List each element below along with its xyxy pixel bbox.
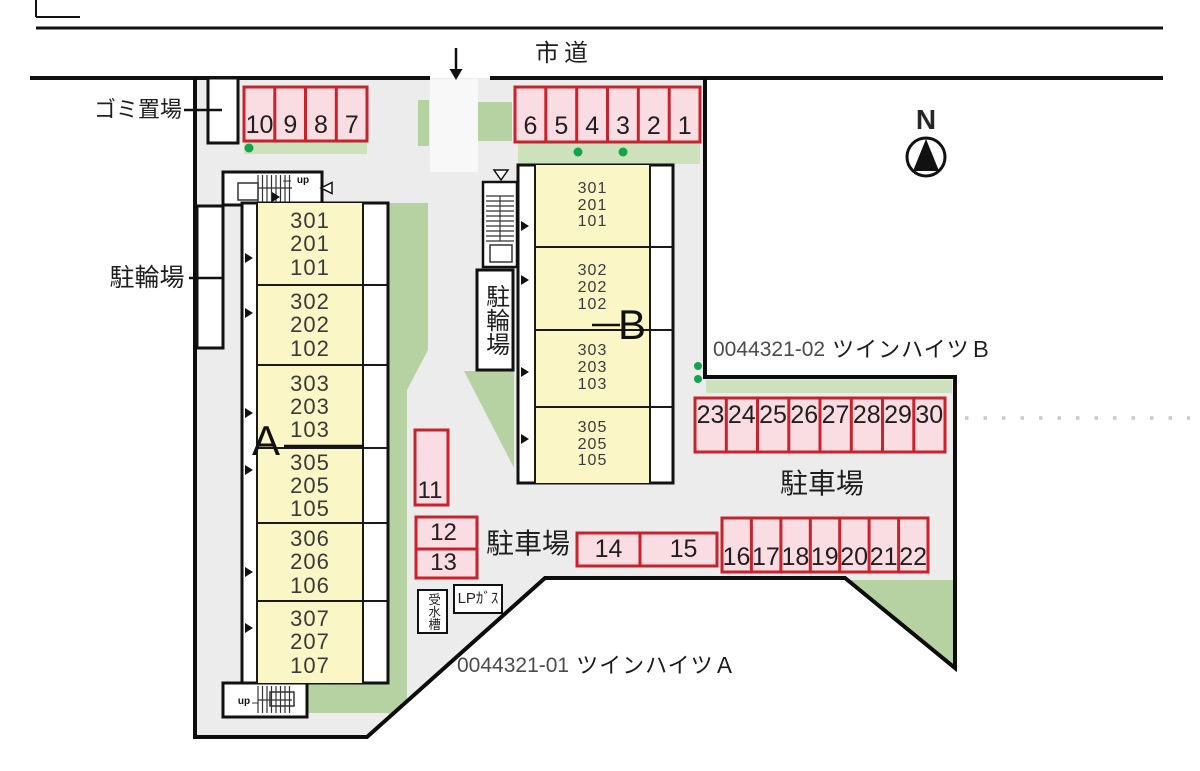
stall-24: 24 [727, 401, 756, 429]
stall-2: 2 [646, 111, 661, 140]
bicycle-label-a: 駐輪場 [109, 263, 185, 292]
entrance-driveway [430, 79, 478, 172]
triangle-marker-icon [319, 181, 333, 195]
stall-3: 3 [616, 111, 630, 140]
door-markers-a [245, 192, 280, 633]
triangle-down-marker-icon [492, 169, 510, 182]
stairs-b [486, 195, 514, 263]
landscaping [244, 100, 953, 716]
stall-6: 6 [523, 111, 538, 140]
property-name-b: ツインハイツＢ [832, 337, 993, 363]
room-cell-a5: 306 206 106 [290, 526, 330, 598]
property-code-a: 0044321-01 [457, 653, 570, 677]
entrance-arrow-icon [449, 48, 463, 80]
north-label: N [915, 104, 937, 136]
stall-1: 1 [677, 111, 692, 140]
garbage-label: ゴミ置場 [93, 97, 182, 123]
lp-gas-label: LPｶﾞｽ [457, 590, 499, 608]
room-cell-b1: 301 201 101 [577, 179, 608, 231]
stall-12: 12 [430, 519, 457, 547]
road-label: 市道 [535, 40, 593, 68]
parking-stalls [242, 85, 947, 580]
stall-27: 27 [821, 401, 850, 429]
room-cell-a6: 307 207 107 [290, 606, 330, 678]
building-a [221, 170, 390, 719]
north-arrow-icon [905, 136, 947, 178]
stairs-a-bottom [252, 686, 295, 713]
stairs-a-top [237, 175, 292, 202]
stall-26: 26 [790, 401, 819, 429]
room-cell-a1: 301 201 101 [290, 208, 330, 280]
stall-18: 18 [781, 542, 810, 571]
stall-21: 21 [869, 542, 898, 571]
lp-gas-box [453, 584, 503, 614]
water-tank-label: 受水槽 [426, 592, 441, 631]
water-tank-box [417, 589, 448, 634]
building-a-letter: A [251, 416, 280, 464]
room-cell-a4: 305 205 105 [290, 449, 330, 522]
property-code-b: 0044321-02 [713, 337, 826, 361]
stall-15: 15 [669, 535, 698, 564]
bicycle-label-b: 駐輪場 [481, 284, 509, 356]
room-cell-b3: 303 203 103 [577, 342, 608, 393]
stairs-up-label-top: up [296, 175, 310, 187]
stall-23: 23 [696, 401, 725, 429]
room-cell-b4: 305 205 105 [577, 418, 608, 470]
room-cell-a3: 303 203 103 [290, 370, 330, 443]
stall-25: 25 [759, 401, 787, 429]
stall-7: 7 [344, 110, 359, 139]
property-label-a: 0044321-01 ツインハイツＡ [457, 653, 737, 679]
road-lines [30, 0, 1163, 80]
parking-label-right: 駐車場 [779, 468, 864, 500]
stall-14: 14 [594, 535, 623, 564]
stall-4: 4 [585, 111, 600, 140]
stall-8: 8 [314, 110, 328, 139]
stall-22: 22 [899, 542, 927, 571]
building-b-letter: B [617, 300, 646, 348]
door-markers-b [521, 221, 529, 444]
stall-29: 29 [884, 401, 912, 429]
stall-16: 16 [722, 542, 751, 571]
stairs-up-label-bottom: up [237, 696, 251, 708]
parking-label-left: 駐車場 [486, 528, 571, 560]
property-name-a: ツインハイツＡ [576, 653, 737, 679]
stall-19: 19 [810, 542, 839, 571]
planting-dots [244, 143, 702, 383]
building-b [481, 163, 675, 485]
stall-10: 10 [245, 110, 274, 139]
bicycle-shed-b [475, 268, 515, 372]
stall-28: 28 [852, 401, 881, 429]
stall-17: 17 [751, 542, 780, 571]
room-cell-b2: 302 202 102 [577, 262, 608, 313]
stall-11: 11 [417, 476, 443, 504]
room-cell-a2: 302 202 102 [290, 289, 330, 361]
property-label-b: 0044321-02 ツインハイツＢ [713, 337, 993, 363]
stall-20: 20 [840, 542, 869, 571]
site-boundary [193, 78, 957, 739]
stall-30: 30 [915, 401, 944, 429]
stall-5: 5 [554, 111, 569, 140]
stall-13: 13 [430, 548, 457, 576]
stall-9: 9 [283, 110, 298, 139]
